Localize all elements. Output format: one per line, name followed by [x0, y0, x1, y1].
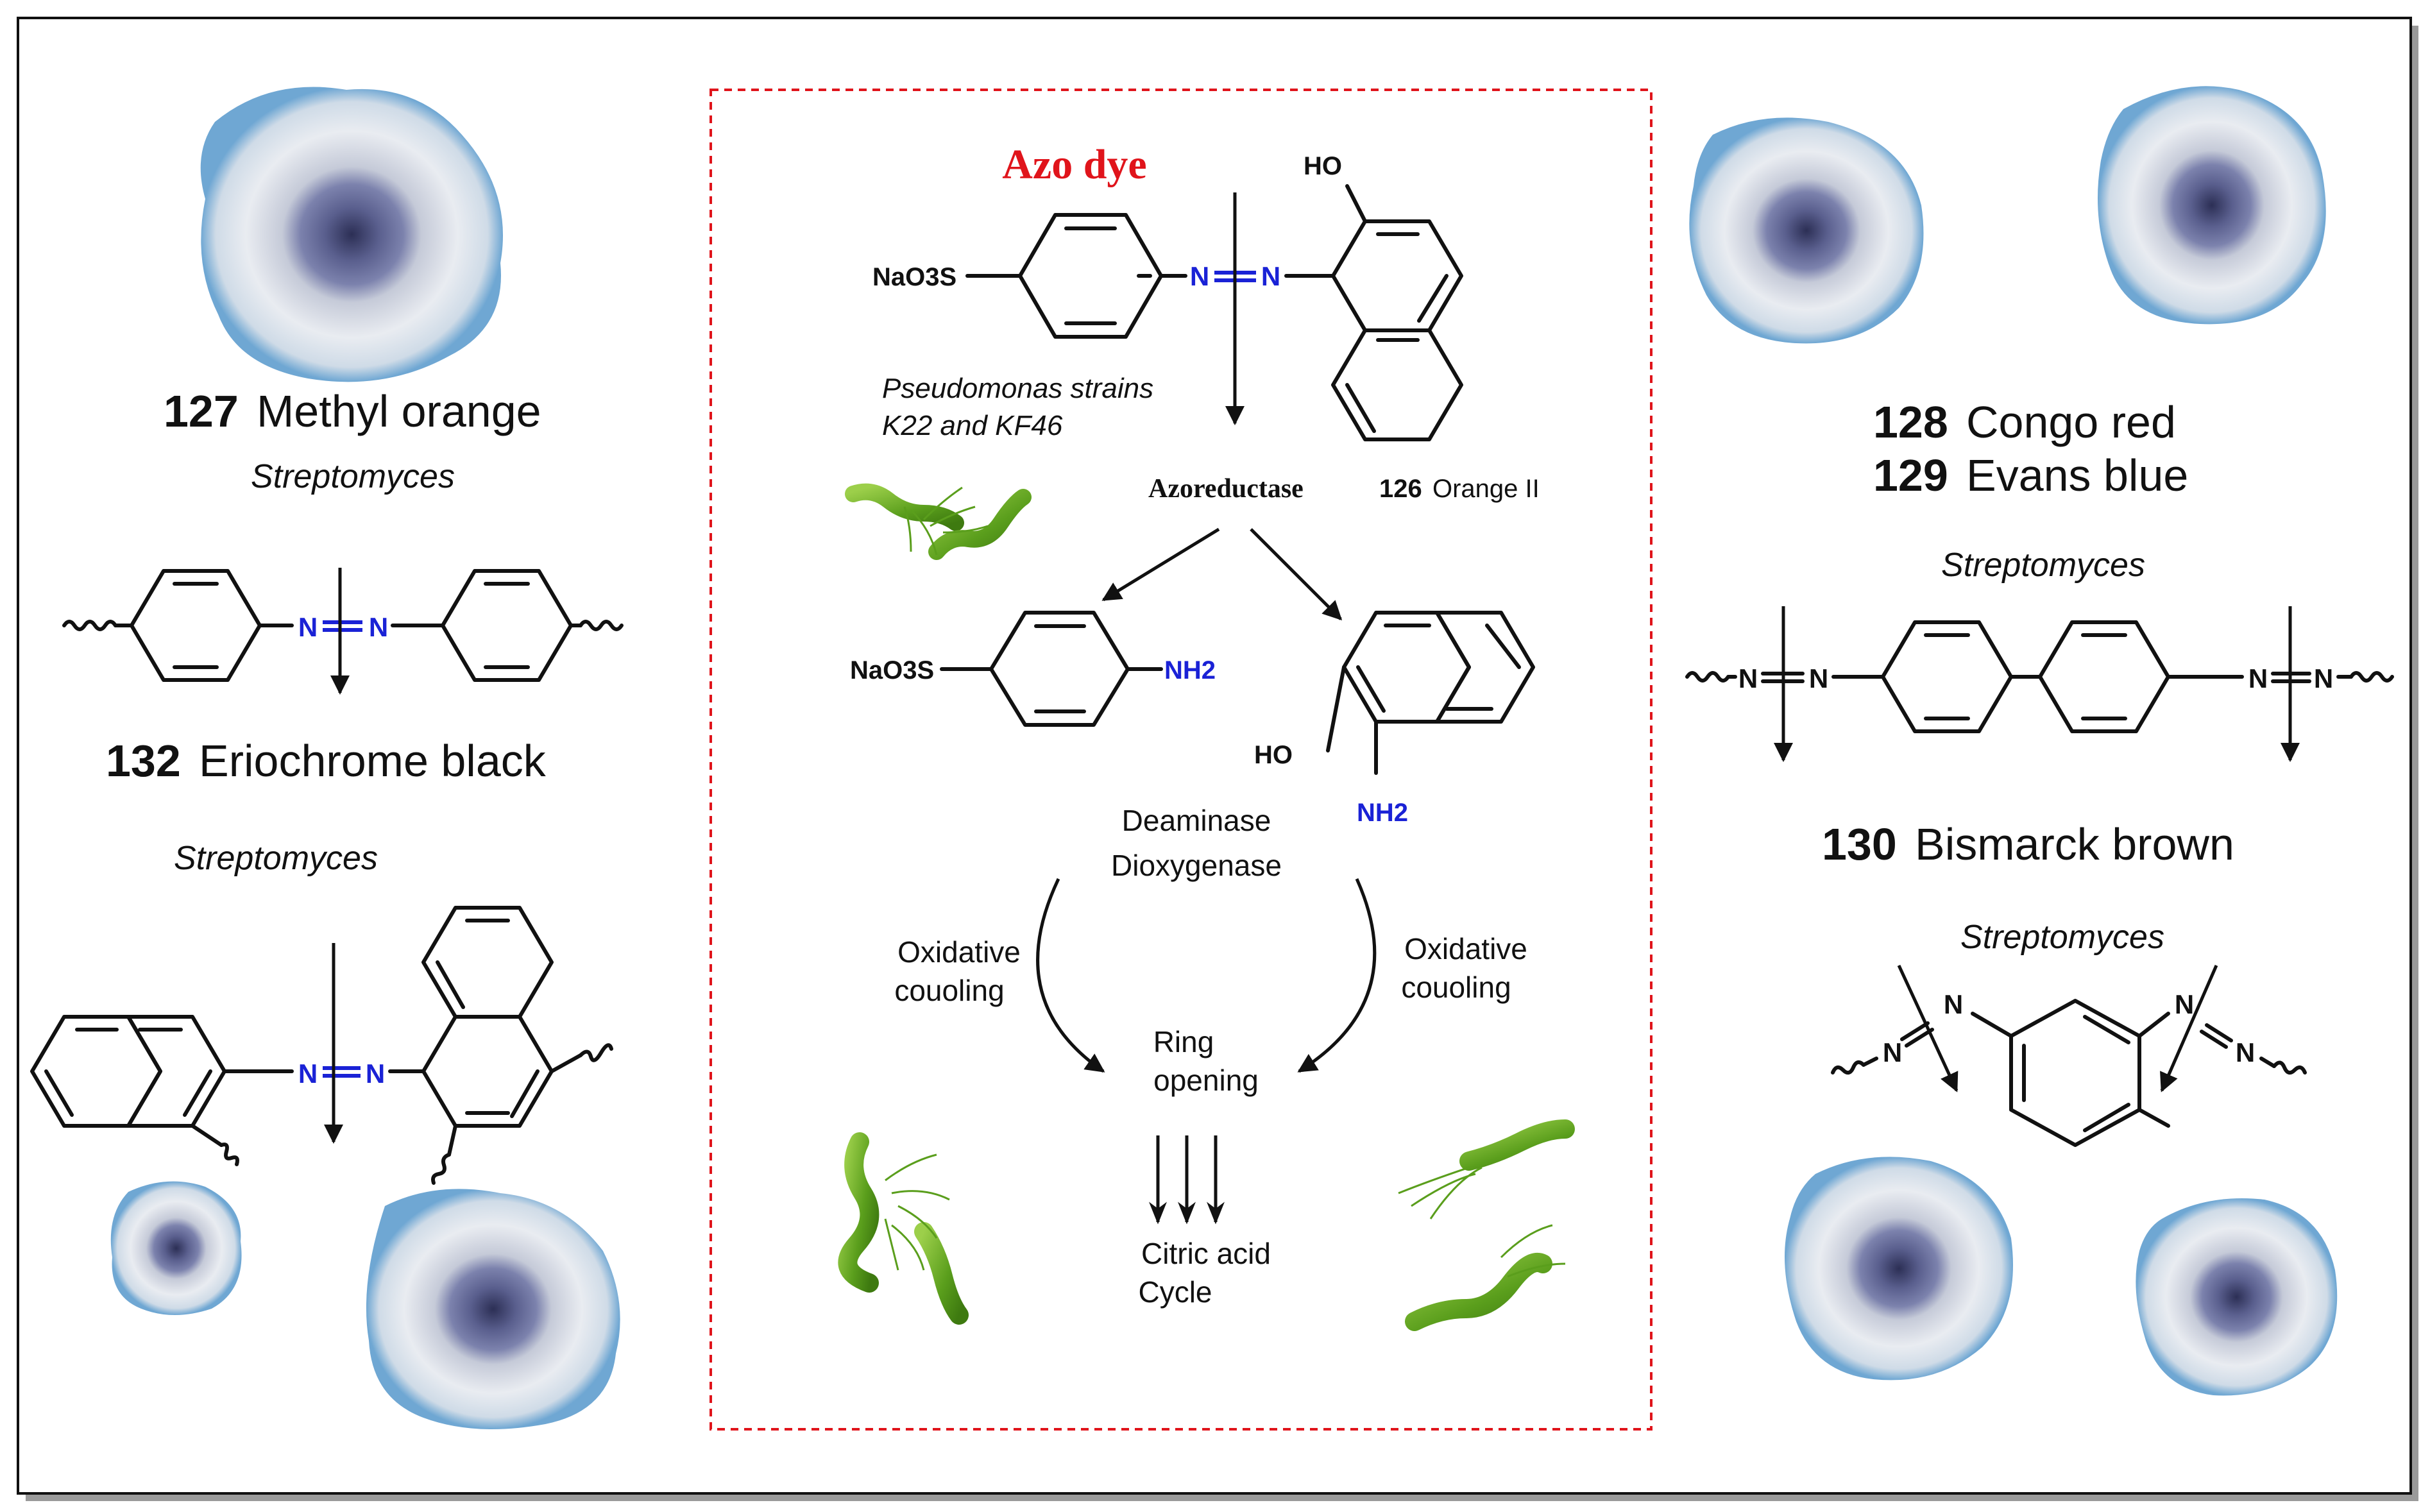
bond [1345, 184, 1367, 223]
dye-128-number: 128 [1873, 397, 1948, 447]
curved-arrow-right [1297, 878, 1377, 1073]
cycle-label: Cycle [1138, 1275, 1212, 1309]
citric-acid-label: Citric acid [1141, 1237, 1271, 1270]
ring-label: Ring [1153, 1025, 1214, 1058]
dye-127-number: 127 [164, 386, 239, 436]
center-title: Azo dye [1002, 141, 1146, 188]
center-dashed-box [709, 89, 1653, 1431]
bismarck-brown-fragment: N N N N [1831, 964, 2307, 1147]
sulfanilate-structure: NaO3S NH2 [850, 611, 1216, 727]
compound-name-orange-ii: Orange II [1432, 475, 1540, 503]
azo-n2: N [1261, 261, 1280, 291]
curved-arrow-left [1036, 878, 1105, 1073]
cleavage-arrow [2160, 965, 2218, 1092]
eriochrome-black-fragment: N N [30, 906, 613, 1185]
azo-n: N [1944, 989, 1963, 1019]
azo-n: N [298, 1058, 318, 1089]
left-coupling-label: couoling [894, 974, 1004, 1007]
bacteria-illustration [838, 1132, 969, 1325]
sulfonate-label: NaO3S [872, 263, 956, 291]
bond [1326, 665, 1346, 752]
bond [1485, 624, 1521, 669]
azo-n: N [2175, 989, 2194, 1019]
branch-arrow-right [1250, 528, 1343, 621]
naphthalene-ring [421, 906, 554, 1019]
compound-number-126: 126 [1379, 475, 1422, 503]
bond [1345, 383, 1376, 433]
product1-amine-label: NH2 [1164, 656, 1216, 684]
azo-n: N [1738, 663, 1758, 693]
enzyme-dioxygenase: Dioxygenase [1111, 849, 1282, 882]
dye-127-organism: Streptomyces [251, 458, 455, 495]
biphenyl-bisazo-fragment: N N N N [1685, 606, 2394, 762]
naphthol-ring-b [1331, 328, 1463, 441]
branch-arrow-left [1101, 527, 1220, 602]
product2-amine-label: NH2 [1357, 799, 1408, 827]
bacteria-illustration [1398, 1119, 1575, 1331]
azo-n: N [298, 612, 318, 642]
azo-n: N [1809, 663, 1828, 693]
orange-ii-structure: NaO3S N N HO [872, 152, 1463, 441]
opening-label: opening [1153, 1064, 1259, 1097]
colony-image [1785, 1157, 2013, 1380]
dye-130-organism: Streptomyces [1960, 919, 2164, 956]
dye-128-129-organism: Streptomyces [1941, 547, 2145, 584]
colony-image [366, 1189, 620, 1429]
dye-127-name: Methyl orange [257, 386, 541, 436]
product1-sulfonate-label: NaO3S [850, 656, 934, 684]
dye-132-number: 132 [106, 736, 181, 786]
azo-n1: N [1190, 261, 1209, 291]
left-oxidative-label: Oxidative [897, 935, 1021, 969]
azo-n: N [2314, 663, 2333, 693]
colony-image [1689, 117, 1924, 344]
dye-128-name: Congo red [1966, 397, 2176, 447]
aminonaphthol-structure: HO NH2 [1254, 611, 1535, 827]
naphthalene-ring-b [1435, 611, 1535, 724]
colony-image [2098, 86, 2326, 325]
methyl-orange-fragment: N N [62, 568, 624, 695]
azo-n: N [1883, 1037, 1902, 1067]
dye-129-number: 129 [1873, 450, 1948, 500]
dye-130-number: 130 [1822, 819, 1897, 869]
azo-n: N [369, 612, 388, 642]
enzyme-deaminase: Deaminase [1122, 804, 1271, 837]
colony-image [110, 1181, 242, 1315]
dye-130-name: Bismarck brown [1915, 819, 2234, 869]
enzyme-azoreductase: Azoreductase [1148, 474, 1304, 504]
dye-132-name: Eriochrome black [199, 736, 547, 786]
organism-line1: Pseudomonas strains [882, 373, 1153, 404]
organism-line2: K22 and KF46 [882, 410, 1063, 441]
product2-hydroxyl-label: HO [1254, 741, 1293, 769]
bacteria-illustration [845, 483, 1032, 560]
hydroxyl-label: HO [1304, 152, 1342, 180]
colony-image [200, 87, 503, 382]
bond [1356, 665, 1386, 713]
azo-n: N [2236, 1037, 2255, 1067]
dye-132-organism: Streptomyces [174, 840, 378, 877]
colony-image [2136, 1198, 2338, 1396]
right-coupling-label: couoling [1401, 971, 1511, 1004]
cleavage-arrow [1897, 964, 1958, 1092]
right-oxidative-label: Oxidative [1404, 932, 1527, 965]
bond [1417, 274, 1449, 323]
azo-n: N [2248, 663, 2268, 693]
dye-129-name: Evans blue [1966, 450, 2188, 500]
azo-n: N [366, 1058, 385, 1089]
